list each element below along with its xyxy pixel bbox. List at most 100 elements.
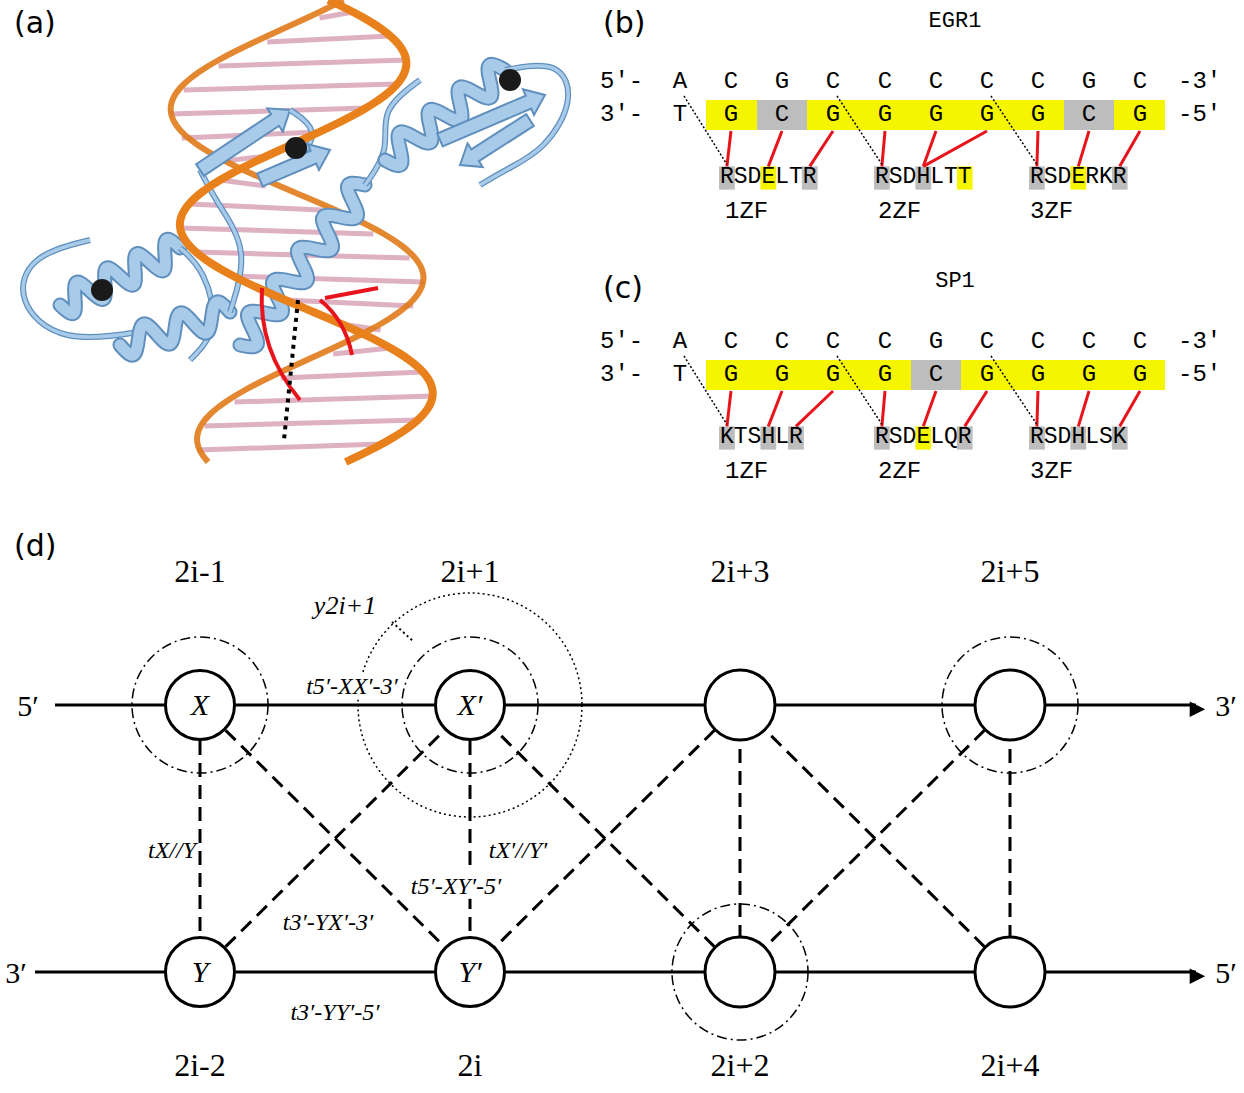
site-circle: X	[164, 669, 236, 741]
text-label: C	[775, 329, 789, 355]
text-label: T	[673, 362, 687, 388]
interaction-edge	[199, 741, 202, 936]
text-label: 3′	[1215, 689, 1237, 722]
contact-line	[1078, 391, 1089, 426]
text-label: G	[1082, 362, 1096, 388]
interaction-edge	[226, 730, 445, 946]
text-label: 2i-1	[174, 554, 226, 589]
text-label: G	[980, 102, 994, 128]
contact-line	[768, 131, 782, 166]
residue-sequence: RSDELTR	[720, 165, 817, 190]
text-label: 2i+3	[711, 554, 770, 589]
site-letter: X	[191, 688, 209, 722]
transfer-label: t3′-YY′-5′	[288, 999, 381, 1025]
interaction-edge	[469, 741, 472, 936]
text-label: (d)	[14, 529, 56, 562]
text-label: G	[1031, 102, 1045, 128]
text-label: G	[724, 102, 738, 128]
text-label: 2ZF	[878, 459, 921, 485]
text-label: 1ZF	[725, 199, 768, 225]
text-label: 5′	[1215, 956, 1237, 989]
binding-band	[706, 100, 1165, 130]
contact-line	[882, 131, 885, 166]
text-label: C	[724, 329, 738, 355]
text-label: G	[1133, 362, 1147, 388]
text-label: C	[878, 69, 892, 95]
text-label: (c)	[603, 271, 643, 304]
text-label: C	[1031, 69, 1045, 95]
zinc-ion	[91, 279, 113, 301]
text-label: G	[878, 362, 892, 388]
text-label: G	[1031, 362, 1045, 388]
text-label: T	[673, 102, 687, 128]
text-label: 3ZF	[1030, 199, 1073, 225]
text-label: G	[775, 69, 789, 95]
text-label: 2i+2	[711, 1048, 770, 1083]
text-label: 2i-2	[174, 1048, 226, 1083]
non-contact-cell	[757, 100, 807, 130]
text-label: C	[724, 69, 738, 95]
text-label: C	[1082, 329, 1096, 355]
text-label: C	[1133, 329, 1147, 355]
zinc-ion	[499, 69, 521, 91]
sequence-highlights	[684, 96, 1165, 450]
text-label: 5′	[17, 689, 39, 722]
text-label: -5'	[1178, 102, 1221, 128]
residue-sequence: RSDHLSK	[1030, 425, 1127, 450]
contact-line	[923, 391, 936, 426]
contact-line	[796, 391, 833, 426]
text-label: G	[724, 362, 738, 388]
backbone	[505, 971, 1196, 974]
protein-dna-structure	[23, 0, 568, 462]
backbone-edge	[236, 971, 434, 974]
text-label: C	[1082, 102, 1096, 128]
residue-sequence: RSDELQR	[875, 425, 972, 450]
contact-line	[965, 391, 987, 426]
side-chain-contact	[320, 300, 352, 355]
register-line	[991, 356, 1037, 424]
text-label: 2i+1	[441, 554, 500, 589]
text-label: y2i+1	[314, 592, 376, 621]
site-circles	[705, 670, 1045, 1007]
text-label: EGR1	[929, 10, 982, 34]
alpha-helix	[60, 239, 180, 313]
contact-line	[923, 131, 987, 166]
text-label: 3'-	[600, 362, 643, 388]
non-contact-cell	[911, 360, 961, 390]
text-label: G	[878, 102, 892, 128]
register-line	[684, 96, 727, 164]
site-letter: X′	[458, 688, 483, 722]
contact-line	[1037, 131, 1038, 166]
site-letter: Y′	[458, 955, 481, 989]
transfer-label: t3′-YX′-3′	[281, 909, 375, 935]
text-label: G	[826, 102, 840, 128]
transfer-label: tX′//Y′	[487, 837, 550, 863]
text-label: -3'	[1178, 329, 1221, 355]
contact-line	[768, 391, 782, 426]
backbone	[505, 704, 1196, 707]
contact-line	[727, 131, 731, 166]
text-label: A	[673, 69, 687, 95]
text-label: 1ZF	[725, 459, 768, 485]
binding-band	[706, 360, 1165, 390]
contact-line	[882, 391, 885, 426]
register-line	[684, 356, 727, 424]
text-label: G	[1082, 69, 1096, 95]
site-circle: X′	[434, 669, 506, 741]
backbone	[35, 971, 165, 974]
transfer-label: t5′-XX′-3′	[304, 673, 400, 699]
register-line	[837, 356, 882, 424]
text-label: C	[878, 329, 892, 355]
text-label: G	[929, 329, 943, 355]
text-label: G	[775, 362, 789, 388]
text-label: C	[1133, 69, 1147, 95]
text-label: G	[1133, 102, 1147, 128]
leader-line	[392, 622, 414, 642]
text-label: C	[775, 102, 789, 128]
neighborhood-circles	[132, 637, 1078, 1040]
text-label: C	[929, 362, 943, 388]
non-contact-cell	[1064, 100, 1114, 130]
base-pairs	[170, 12, 432, 450]
